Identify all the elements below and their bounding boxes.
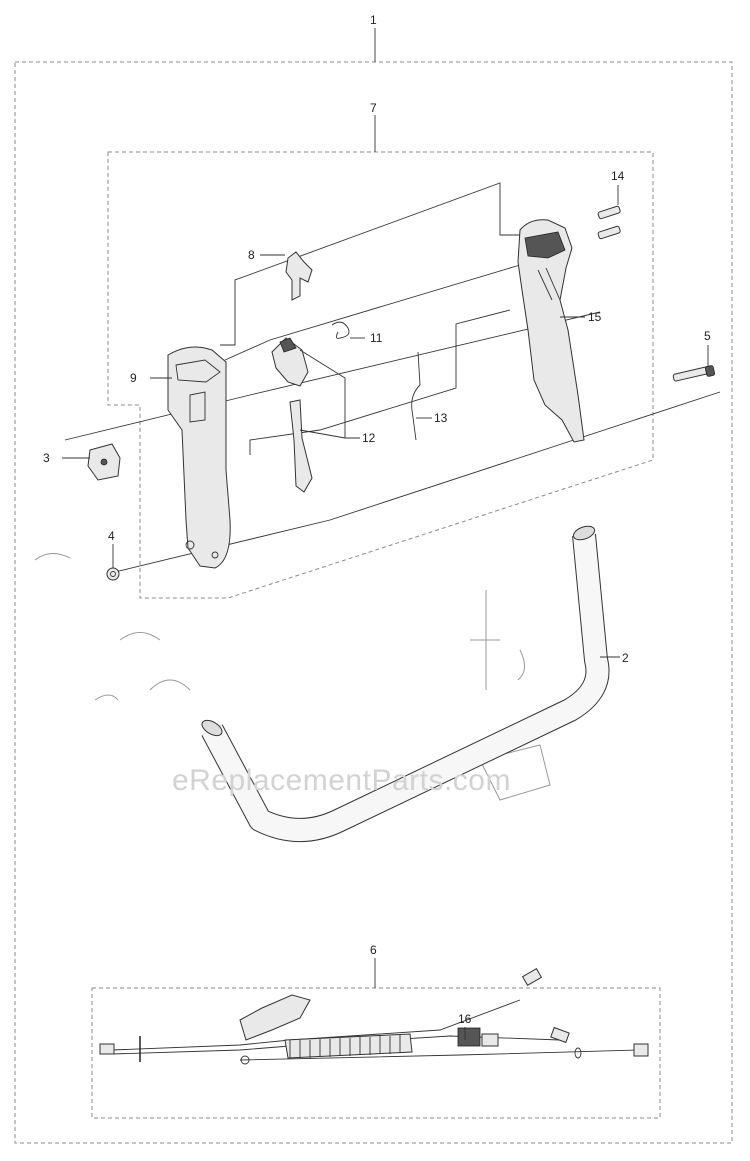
- callout-4: 4: [108, 529, 115, 543]
- callout-6: 6: [370, 943, 377, 957]
- assembly-7-boundary: [107, 151, 654, 599]
- assembly-1-boundary: [14, 61, 733, 1144]
- part-13-spring: [411, 351, 421, 441]
- callout-11: 11: [370, 331, 383, 345]
- assembly-lines: [64, 182, 721, 573]
- part-12-trigger: [271, 337, 313, 493]
- part-5-screw: [672, 365, 716, 382]
- callout-12: 12: [362, 431, 376, 445]
- part-9-handle-half-left: [167, 346, 231, 569]
- callout-2: 2: [622, 651, 629, 665]
- callout-leaders: [62, 185, 709, 1040]
- watermark: eReplacementParts.com: [172, 764, 511, 797]
- callout-5: 5: [704, 329, 711, 343]
- callout-8: 8: [248, 248, 255, 262]
- callout-3: 3: [43, 451, 50, 465]
- part-11-spring: [331, 321, 350, 339]
- part-3-switch: [87, 443, 121, 481]
- part-2-handle-tube: [201, 525, 610, 842]
- callout-16: 16: [458, 1012, 472, 1026]
- callout-14: 14: [611, 169, 625, 183]
- callout-7: 7: [370, 101, 377, 115]
- background-ghost-parts: [34, 553, 551, 801]
- callout-13: 13: [434, 411, 448, 425]
- part-6-wiring-harness: [99, 967, 649, 1065]
- part-14-screws: [597, 205, 621, 240]
- callout-9: 9: [130, 371, 137, 385]
- part-15-handle-half-right: [517, 219, 585, 443]
- part-8-clip: [285, 251, 313, 301]
- callout-1: 1: [370, 13, 377, 27]
- part-4-nut: [106, 567, 120, 581]
- callout-15: 15: [588, 310, 602, 324]
- assembly-6-boundary: [91, 987, 661, 1119]
